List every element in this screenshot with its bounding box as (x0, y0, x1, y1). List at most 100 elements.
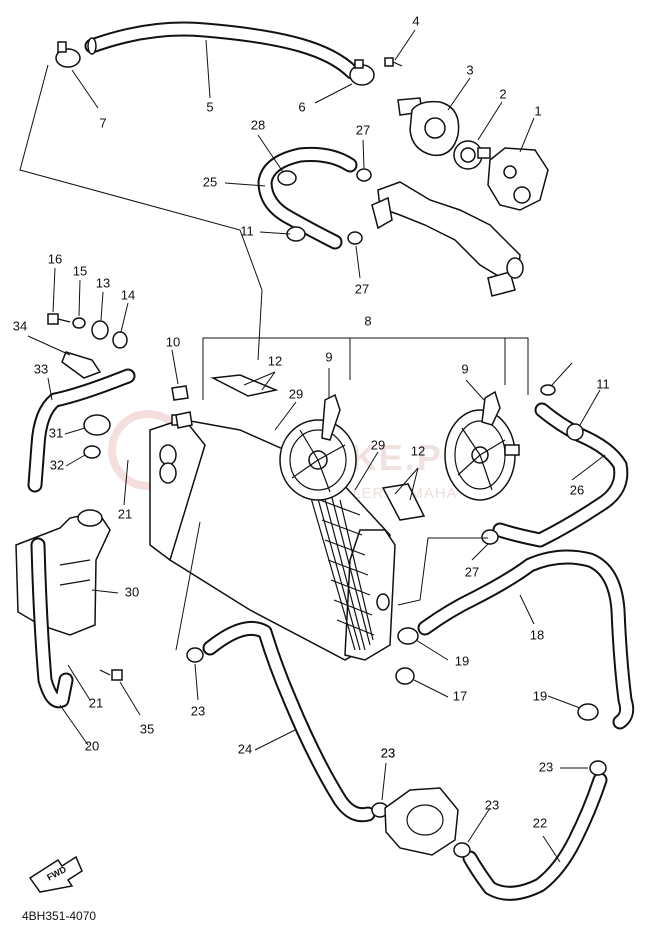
fan-left (279, 393, 357, 501)
callout-15: 15 (73, 263, 87, 278)
bolt-35 (99, 669, 123, 681)
callout-34: 34 (13, 318, 27, 333)
callout-31: 31 (49, 425, 63, 440)
cap-17 (395, 667, 415, 685)
leader-17 (413, 679, 449, 698)
leader-9-right (465, 379, 485, 401)
hose-5 (84, 21, 360, 80)
callout-23: 23 (191, 703, 205, 718)
leader-21-a (123, 459, 129, 506)
callout-12: 12 (411, 443, 425, 458)
callout-27: 27 (355, 281, 369, 296)
thermostat-housing-1 (487, 147, 549, 211)
callout-21: 21 (89, 695, 103, 710)
callout-13: 13 (96, 275, 110, 290)
leader-radiator-right (397, 537, 488, 606)
leader-32 (65, 454, 86, 467)
callout-16: 16 (48, 251, 62, 266)
callout-12: 12 (268, 353, 282, 368)
callout-22: 22 (533, 815, 547, 830)
leader-hose-5-left (19, 64, 263, 361)
water-pipe (371, 181, 524, 297)
leader-14 (120, 302, 129, 333)
hose-20 (30, 537, 74, 709)
leader-33 (47, 377, 53, 401)
leader-12-right (394, 467, 419, 501)
leader-23-a (194, 663, 199, 701)
collar-15 (72, 317, 86, 329)
callout-27: 27 (356, 122, 370, 137)
reservoir-tank-30 (15, 509, 111, 636)
callout-33: 33 (34, 361, 48, 376)
callout-23: 23 (539, 759, 553, 774)
callout-20: 20 (85, 738, 99, 753)
leader-16 (52, 267, 56, 313)
bolt-4 (384, 57, 403, 67)
leader-22 (542, 835, 561, 863)
callout-35: 35 (140, 721, 154, 736)
water-pump-joint (384, 787, 459, 856)
leader-6 (314, 83, 353, 104)
cap-fitting (175, 411, 193, 429)
fwd-arrow-icon: FWD (28, 855, 83, 893)
leader-radiator-left (175, 521, 201, 651)
bolt-16 (47, 313, 71, 325)
clamp-27-mid (481, 529, 499, 545)
callout-18: 18 (530, 627, 544, 642)
leader-13 (100, 291, 104, 321)
clamp-23-d (453, 842, 471, 858)
hose-26 (492, 402, 629, 548)
leader-18 (519, 594, 535, 625)
callout-11: 11 (240, 223, 254, 238)
callout-3: 3 (466, 62, 473, 77)
leader-27-b (355, 245, 361, 279)
leader-4 (394, 29, 416, 61)
leader-25 (224, 182, 266, 187)
leader-15 (78, 279, 81, 317)
clamp-28 (277, 170, 297, 186)
callout-24: 24 (238, 741, 252, 756)
leader-27-mid (471, 543, 489, 561)
callout-4: 4 (412, 13, 419, 28)
leader-3 (447, 77, 471, 111)
callout-29: 29 (371, 437, 385, 452)
leader-24 (254, 729, 296, 751)
clamp-19-a (397, 627, 419, 645)
leader-7 (71, 69, 99, 109)
callout-27: 27 (465, 564, 479, 579)
leader-28 (257, 134, 284, 173)
clamp-6 (349, 59, 375, 86)
clamp-7 (55, 41, 81, 68)
clamp-23-c (589, 760, 607, 776)
leader-34 (27, 335, 71, 356)
callout-8: 8 (364, 313, 371, 328)
clamp-19-b (577, 703, 599, 721)
leader-5 (205, 39, 211, 99)
callout-26: 26 (570, 482, 584, 497)
callout-9: 9 (461, 361, 468, 376)
hose-22 (462, 772, 608, 901)
clamp-11-right (566, 423, 584, 441)
callout-29: 29 (289, 386, 303, 401)
callout-32: 32 (50, 457, 64, 472)
leader-30 (91, 589, 119, 594)
thermostat-cover-3 (397, 97, 460, 157)
callout-5: 5 (206, 99, 213, 114)
diagram-code: 4BH351-4070 (22, 909, 96, 923)
hose-24 (202, 620, 376, 823)
leader-2 (477, 101, 503, 141)
clip-34 (61, 351, 102, 379)
callout-23: 23 (381, 745, 395, 760)
leader-31 (64, 427, 86, 435)
leader-1 (519, 117, 535, 153)
callout-11: 11 (596, 376, 610, 391)
grommet-13 (91, 320, 109, 340)
pad-12-left (210, 374, 279, 397)
hose-25 (257, 147, 358, 250)
leader-35 (119, 681, 141, 716)
callout-28: 28 (251, 117, 265, 132)
hose-33 (27, 368, 136, 493)
leader-19-a (415, 639, 449, 661)
hose-18 (417, 549, 635, 730)
